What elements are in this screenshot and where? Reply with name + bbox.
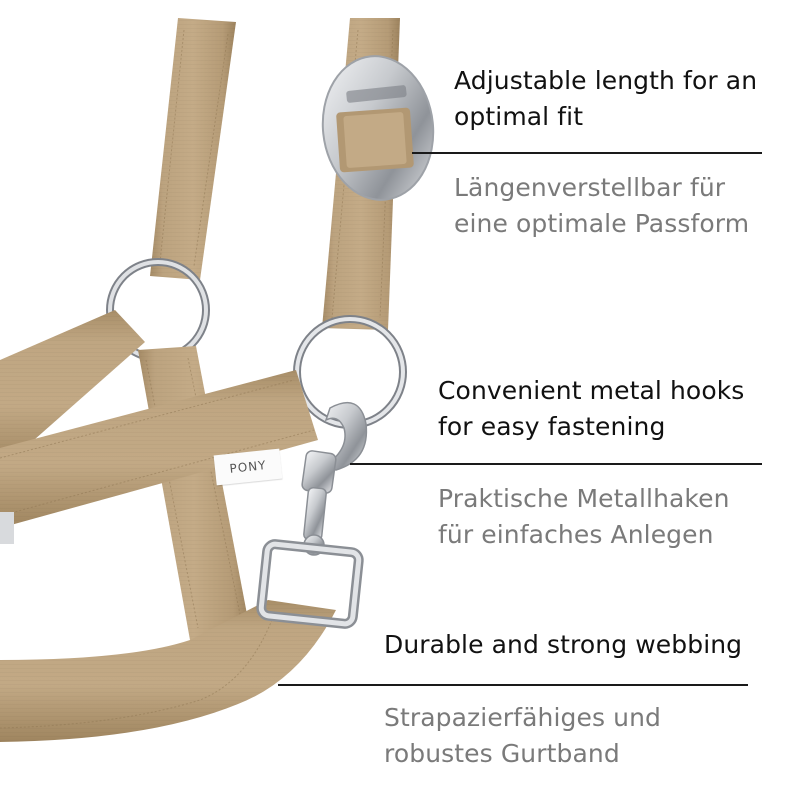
- feature-adjustable-de: Längenverstellbar für eine optimale Pass…: [454, 170, 749, 242]
- feature-2-en-line-1: Convenient metal hooks: [438, 376, 745, 405]
- feature-2-divider: [350, 463, 762, 465]
- feature-3-de-line-2: robustes Gurtband: [384, 739, 620, 768]
- noseband: [0, 370, 318, 544]
- feature-1-de-line-2: eine optimale Passform: [454, 209, 750, 238]
- feature-hooks-en: Convenient metal hooks for easy fastenin…: [438, 373, 744, 445]
- feature-webbing-en: Durable and strong webbing: [384, 627, 742, 663]
- feature-1-de-line-1: Längenverstellbar für: [454, 173, 726, 202]
- crown-strap-left: [150, 18, 236, 280]
- feature-2-en-line-2: for easy fastening: [438, 412, 666, 441]
- chin-strap: [0, 600, 336, 742]
- feature-3-divider: [278, 684, 748, 686]
- feature-webbing-de: Strapazierfähiges und robustes Gurtband: [384, 700, 661, 772]
- size-label-text: PONY: [228, 458, 268, 476]
- feature-adjustable-en: Adjustable length for an optimal fit: [454, 63, 757, 135]
- snap-hook: [256, 402, 368, 629]
- feature-hooks-de: Praktische Metallhaken für einfaches Anl…: [438, 481, 730, 553]
- feature-2-de-line-1: Praktische Metallhaken: [438, 484, 730, 513]
- feature-3-en-line-1: Durable and strong webbing: [384, 630, 743, 659]
- feature-1-divider: [412, 152, 762, 154]
- feature-3-de-line-1: Strapazierfähiges und: [384, 703, 661, 732]
- feature-2-de-line-2: für einfaches Anlegen: [438, 520, 714, 549]
- adjustment-buckle: [321, 55, 435, 201]
- feature-1-en-line-2: optimal fit: [454, 102, 584, 131]
- feature-1-en-line-1: Adjustable length for an: [454, 66, 758, 95]
- throat-strap: [0, 310, 145, 470]
